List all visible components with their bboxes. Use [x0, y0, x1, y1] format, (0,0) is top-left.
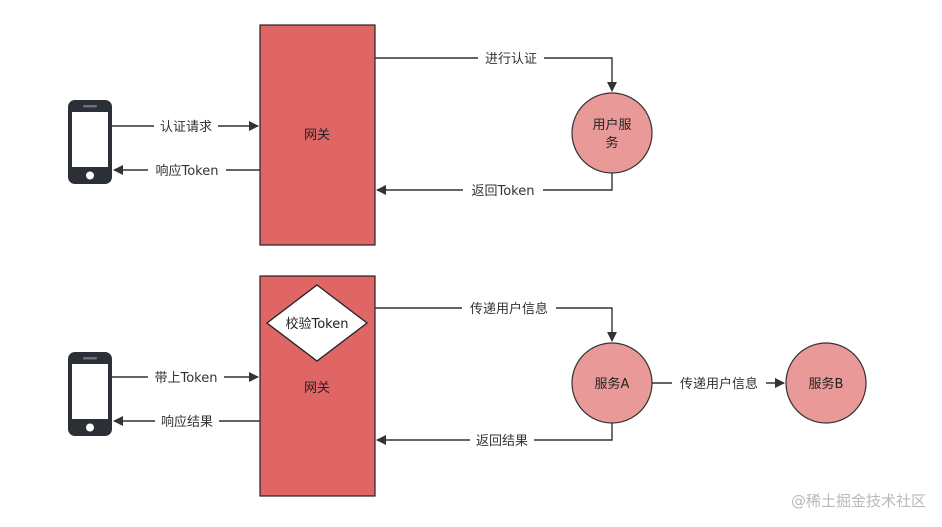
user-service-circle [571, 92, 653, 174]
edge-return-result: 返回结果 [376, 423, 613, 449]
service-a-node: 服务A [571, 342, 653, 424]
phone-speaker [83, 105, 97, 108]
edge-pass-user-info-to-b-label: 传递用户信息 [680, 376, 758, 392]
user-service-label-line1: 用户服 [592, 117, 631, 133]
edge-pass-user-info-label: 传递用户信息 [470, 301, 548, 317]
validate-token-diamond [265, 284, 369, 362]
phone-icon-bottom [68, 352, 112, 436]
edge-return-result-label: 返回结果 [476, 434, 528, 449]
edge-with-token: 带上Token [112, 368, 259, 386]
phone-icon-top [68, 100, 112, 184]
phone-home-button [86, 171, 94, 180]
edge-do-auth-label: 进行认证 [485, 52, 537, 67]
edge-do-auth: 进行认证 [375, 49, 617, 92]
edge-response-result-label: 响应结果 [161, 414, 213, 430]
phone-speaker [83, 357, 97, 360]
service-b-node: 服务B [785, 342, 867, 424]
gateway-top: 网关 [259, 24, 376, 246]
phone-home-button [86, 423, 94, 432]
gateway-bottom-label: 网关 [304, 381, 330, 396]
service-a-label: 服务A [595, 376, 630, 392]
phone-screen [72, 364, 108, 419]
edge-pass-user-info-to-b: 传递用户信息 [652, 374, 785, 392]
edge-response-token-label: 响应Token [156, 163, 219, 179]
edge-return-token: 返回Token [376, 173, 613, 199]
edge-response-token: 响应Token [113, 161, 260, 179]
service-b-circle [785, 342, 867, 424]
gateway-top-label: 网关 [304, 128, 330, 143]
gateway-top-box [259, 24, 376, 246]
service-b-label: 服务B [809, 376, 844, 392]
edge-with-token-label: 带上Token [155, 371, 218, 386]
edge-response-result: 响应结果 [113, 412, 260, 430]
edge-pass-user-info: 传递用户信息 [375, 299, 617, 342]
user-service-label-line2: 务 [605, 135, 618, 151]
user-service-node: 用户服 务 [571, 92, 653, 174]
edge-auth-request-label: 认证请求 [160, 120, 212, 135]
watermark-text: @稀土掘金技术社区 [791, 492, 926, 510]
validate-token-label: 校验Token [286, 316, 349, 332]
edge-return-token-label: 返回Token [472, 184, 535, 199]
edge-auth-request: 认证请求 [112, 117, 259, 135]
phone-screen [72, 112, 108, 167]
validate-token-decision: 校验Token [265, 284, 369, 362]
